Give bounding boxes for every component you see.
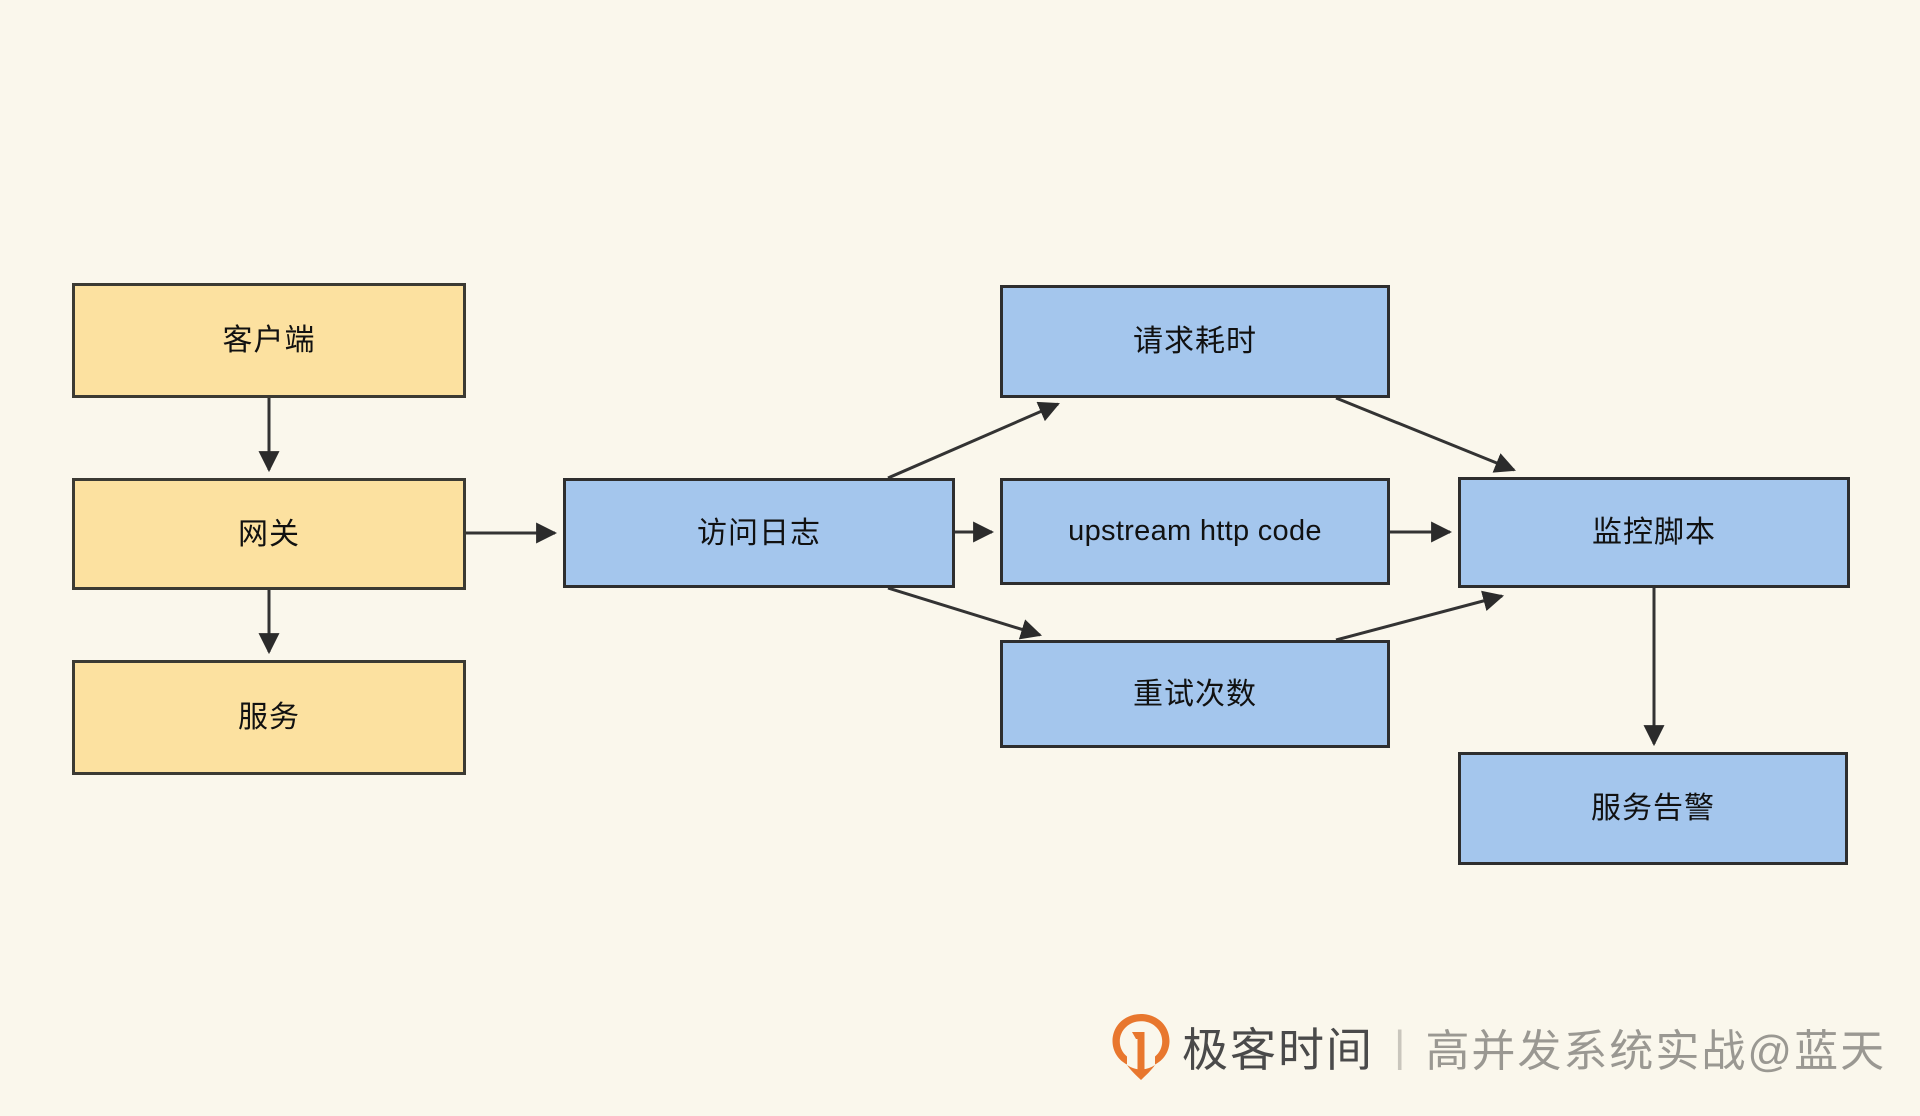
node-retry_count[interactable]: 重试次数	[1000, 640, 1390, 748]
node-label: 监控脚本	[1592, 516, 1716, 549]
node-http_code[interactable]: upstream http code	[1000, 478, 1390, 585]
watermark: 极客时间 | 高并发系统实战@蓝天	[1110, 1012, 1886, 1082]
geekbang-lightbulb-icon	[1112, 1014, 1170, 1080]
watermark-course: 高并发系统实战@蓝天	[1425, 1027, 1887, 1076]
node-label: 访问日志	[697, 516, 821, 550]
node-label: 服务告警	[1591, 792, 1715, 825]
node-label: 请求耗时	[1133, 325, 1257, 358]
node-label: upstream http code	[1068, 514, 1322, 547]
node-monitor[interactable]: 监控脚本	[1458, 477, 1850, 588]
node-gateway[interactable]: 网关	[72, 478, 466, 590]
node-label: 服务	[238, 701, 300, 734]
edge-req_latency-to-monitor	[1335, 396, 1516, 473]
node-label: 网关	[238, 517, 300, 551]
edge-access_log-to-req_latency	[887, 401, 1060, 480]
watermark-brand: 极客时间	[1182, 1024, 1374, 1076]
node-label: 客户端	[222, 324, 316, 357]
node-alert[interactable]: 服务告警	[1458, 752, 1848, 865]
node-service[interactable]: 服务	[72, 660, 466, 775]
node-client[interactable]: 客户端	[72, 283, 466, 398]
node-access_log[interactable]: 访问日志	[563, 478, 955, 588]
node-label: 重试次数	[1133, 677, 1257, 711]
edge-retry_count-to-monitor	[1335, 590, 1505, 642]
node-req_latency[interactable]: 请求耗时	[1000, 285, 1390, 398]
edge-access_log-to-retry_count	[887, 586, 1043, 640]
watermark-separator: |	[1394, 1022, 1406, 1071]
